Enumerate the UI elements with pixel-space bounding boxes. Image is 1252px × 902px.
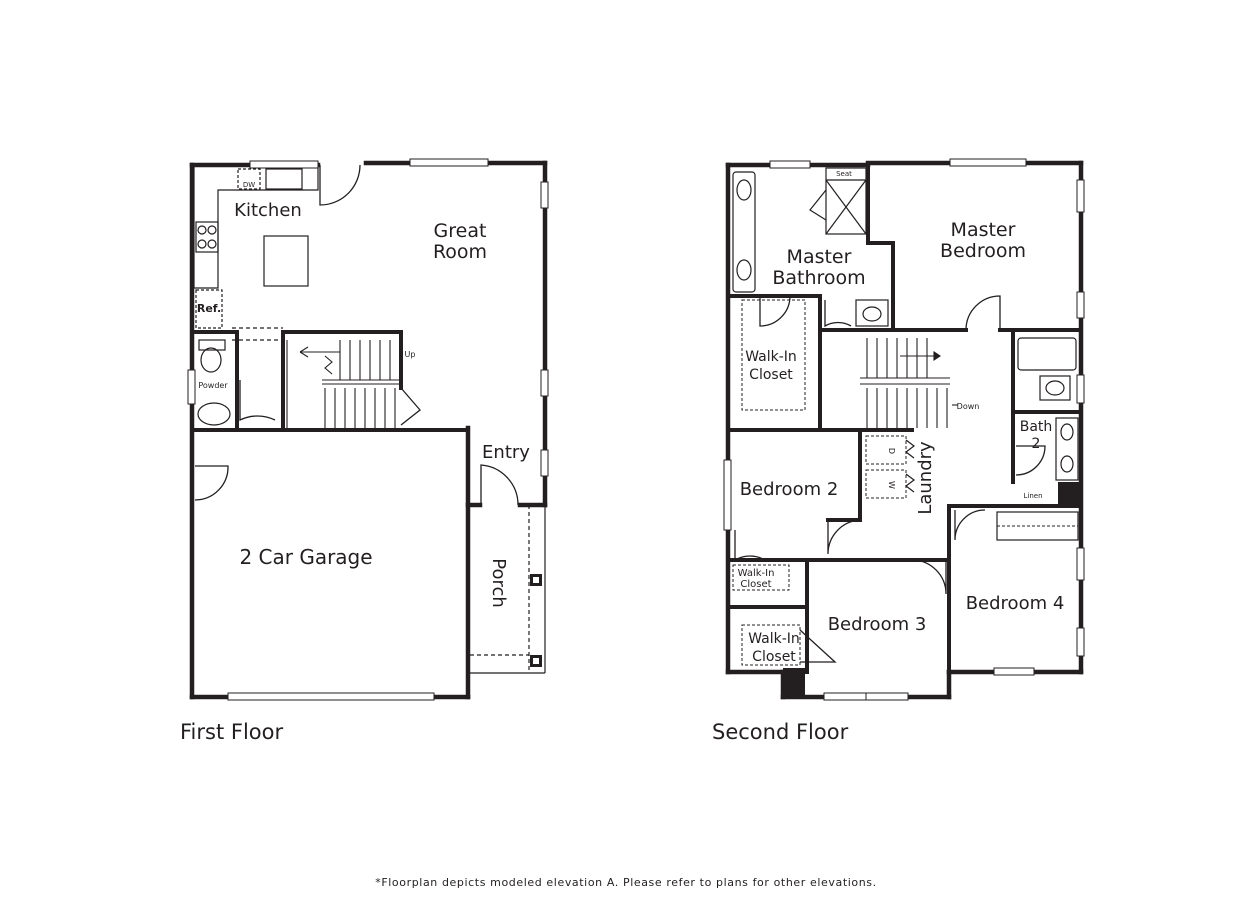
ref-label: Ref. bbox=[197, 302, 221, 315]
garage-door bbox=[194, 465, 229, 501]
master-bath-fixtures bbox=[732, 167, 894, 327]
master-bath-label-line2: Bathroom bbox=[772, 267, 865, 289]
wic-b3-label-line1: Walk-In bbox=[748, 631, 800, 647]
first-floor-labels: Kitchen Great Room Ref. DW Up Powder Ent… bbox=[197, 181, 530, 608]
porch-outline bbox=[468, 505, 546, 674]
bathtub bbox=[732, 171, 756, 293]
walk-in-closet-shelf bbox=[741, 299, 806, 411]
second-floor-interior-walls bbox=[726, 163, 1083, 674]
first-floor-stairs bbox=[286, 340, 400, 428]
master-bed-label-line1: Master bbox=[951, 219, 1016, 241]
washer-label: W bbox=[887, 481, 896, 489]
wic-main-label-line1: Walk-In bbox=[745, 349, 797, 365]
dryer-label: D bbox=[887, 448, 896, 454]
powder-fixtures bbox=[197, 339, 231, 426]
wic-b2-label-line1: Walk-In bbox=[738, 568, 775, 579]
first-floor-windows bbox=[187, 158, 549, 701]
kitchen-counter bbox=[193, 167, 319, 289]
kitchen-fixtures bbox=[193, 167, 319, 341]
bath2-fixtures bbox=[1017, 337, 1079, 481]
kitchen-label: Kitchen bbox=[234, 200, 302, 221]
great-room-label-line1: Great bbox=[434, 220, 487, 242]
bedroom3-label: Bedroom 3 bbox=[828, 614, 927, 635]
entry-label: Entry bbox=[482, 442, 530, 463]
first-floor-doors bbox=[194, 164, 519, 506]
master-bath-door bbox=[759, 295, 791, 327]
closet-door bbox=[400, 387, 421, 426]
bedroom4-door bbox=[954, 509, 986, 541]
refrigerator bbox=[195, 289, 223, 329]
structural-block bbox=[783, 668, 805, 697]
first-floor-title: First Floor bbox=[180, 720, 284, 744]
second-floor-doors bbox=[734, 295, 1046, 663]
kitchen-island bbox=[263, 235, 309, 287]
bath2-label-line2: 2 bbox=[1032, 436, 1041, 452]
bath2-tub bbox=[1017, 337, 1077, 371]
stairs-up-label: Up bbox=[405, 350, 416, 359]
laundry-label: Laundry bbox=[915, 441, 936, 515]
dishwasher-label: DW bbox=[243, 181, 255, 189]
laundry-bifold bbox=[905, 439, 915, 493]
second-floor-plan bbox=[723, 158, 1085, 701]
bedroom3-door bbox=[911, 559, 947, 595]
shower bbox=[825, 167, 867, 235]
master-bed-label-line2: Bedroom bbox=[940, 240, 1026, 262]
great-room-label-line2: Room bbox=[433, 241, 487, 263]
seat-label: Seat bbox=[836, 170, 852, 178]
master-bath-label-line1: Master bbox=[787, 246, 852, 268]
first-floor-plan bbox=[187, 158, 549, 701]
bedroom2-label: Bedroom 2 bbox=[740, 479, 839, 500]
laundry-machines bbox=[865, 435, 907, 499]
garage-label: 2 Car Garage bbox=[239, 545, 372, 569]
second-floor-labels: Seat Master Bathroom Master Bedroom Walk… bbox=[738, 170, 1065, 665]
second-floor-stairs bbox=[860, 338, 958, 428]
wic-b3-door bbox=[799, 629, 837, 663]
bedroom4-label: Bedroom 4 bbox=[966, 593, 1065, 614]
rear-door bbox=[319, 164, 361, 206]
wic-b2-door bbox=[734, 530, 766, 562]
linen-label: Linen bbox=[1023, 492, 1042, 500]
porch-post bbox=[533, 658, 539, 664]
wic-b3-shelf bbox=[741, 624, 801, 666]
wic-b3-label-line2: Closet bbox=[752, 649, 796, 665]
stairs-down-label: Down bbox=[957, 402, 980, 411]
entry-door bbox=[480, 464, 519, 506]
bath2-label-line1: Bath bbox=[1020, 419, 1053, 435]
first-floor-interior-walls bbox=[190, 330, 470, 432]
wic-b2-shelf bbox=[732, 564, 790, 591]
wic-main-label-line2: Closet bbox=[749, 367, 793, 383]
bath2-door bbox=[1015, 445, 1046, 476]
dishwasher bbox=[237, 168, 261, 190]
porch-label: Porch bbox=[488, 558, 509, 608]
second-floor-windows bbox=[723, 158, 1085, 701]
kitchen-sink bbox=[265, 168, 303, 190]
second-floor-title: Second Floor bbox=[712, 720, 849, 744]
porch-post bbox=[533, 577, 539, 583]
stove bbox=[195, 221, 219, 253]
bedroom2-door bbox=[827, 519, 861, 555]
wic-b2-label-line2: Closet bbox=[740, 579, 771, 590]
master-bedroom-door bbox=[965, 295, 1001, 331]
wc-door bbox=[824, 300, 852, 328]
structural-block bbox=[1058, 482, 1080, 506]
powder-label: Powder bbox=[198, 381, 228, 390]
powder-door bbox=[239, 380, 276, 422]
footnote: *Floorplan depicts modeled elevation A. … bbox=[375, 876, 877, 889]
